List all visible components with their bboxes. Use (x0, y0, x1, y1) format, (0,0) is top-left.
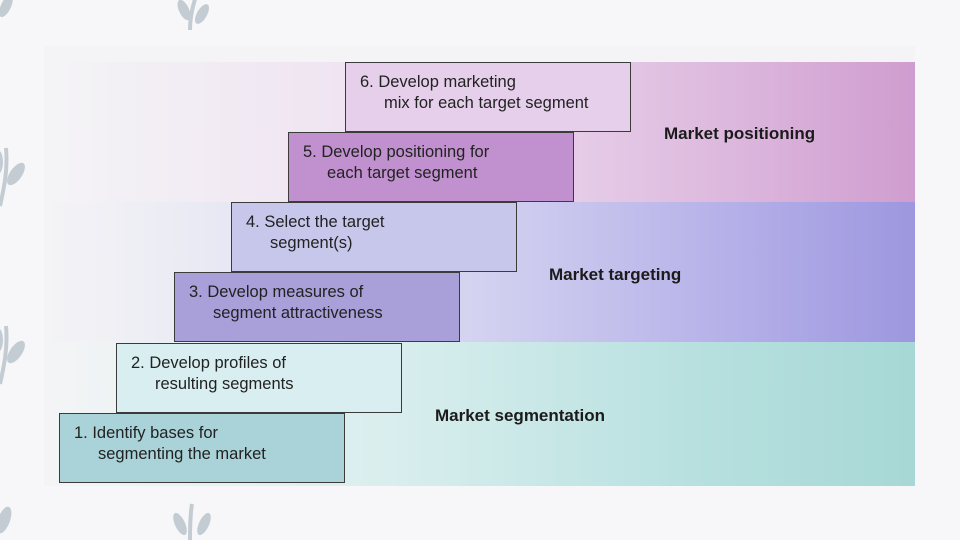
leaf-sprig-icon (0, 0, 13, 18)
step-6-box: 6. Develop marketing mix for each target… (345, 62, 631, 132)
step-3-box: 3. Develop measures of segment attractiv… (174, 272, 460, 342)
step-2-line-1: 2. Develop profiles of (131, 354, 287, 372)
step-4-line-1: 4. Select the target (246, 213, 385, 231)
step-2-line-2: resulting segments (155, 375, 294, 393)
leaf-sprig-icon (0, 506, 12, 534)
step-4-line-2: segment(s) (270, 234, 353, 252)
leaf-sprig-icon (0, 147, 25, 207)
step-1-line-2: segmenting the market (98, 445, 266, 463)
step-4-box: 4. Select the target segment(s) (231, 202, 517, 272)
stp-staircase-diagram: Market positioning Market targeting Mark… (44, 46, 915, 486)
step-2-box: 2. Develop profiles of resulting segment… (116, 343, 402, 413)
step-5-line-2: each target segment (327, 164, 478, 182)
band-label-positioning: Market positioning (664, 124, 816, 143)
step-6-line-2: mix for each target segment (384, 94, 589, 112)
step-6-line-1: 6. Develop marketing (360, 73, 516, 91)
step-5-line-1: 5. Develop positioning for (303, 143, 490, 161)
step-3-line-1: 3. Develop measures of (189, 283, 364, 301)
band-label-targeting: Market targeting (549, 265, 682, 284)
step-1-box: 1. Identify bases for segmenting the mar… (59, 413, 345, 483)
band-label-segmentation: Market segmentation (435, 406, 606, 425)
leaf-sprig-icon (0, 325, 25, 385)
leaf-sprig-icon (177, 0, 209, 31)
step-1-line-1: 1. Identify bases for (74, 424, 218, 442)
step-3-line-2: segment attractiveness (213, 304, 383, 322)
step-5-box: 5. Develop positioning for each target s… (288, 132, 574, 202)
leaf-sprig-icon (173, 503, 211, 540)
